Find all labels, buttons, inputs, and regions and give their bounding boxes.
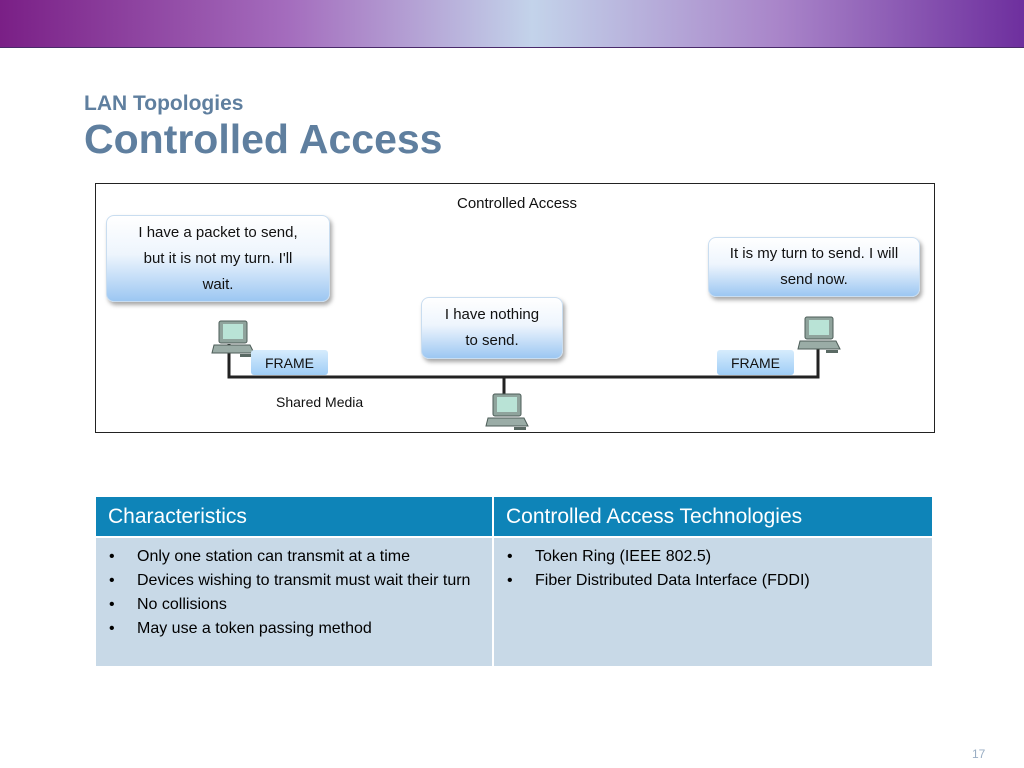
left-bubble-line: but it is not my turn. I'll	[143, 249, 293, 267]
top-banner	[0, 0, 1024, 48]
list-item: No collisions	[104, 593, 484, 617]
list-item: May use a token passing method	[104, 617, 484, 641]
right-bubble-line: It is my turn to send. I will	[729, 245, 899, 262]
left-speech-bubble: I have a packet to send, but it is not m…	[106, 215, 330, 302]
computer-icon	[485, 393, 529, 430]
slide-subtitle: LAN Topologies	[84, 92, 244, 115]
middle-speech-bubble: I have nothing to send.	[421, 297, 563, 359]
slide-title: Controlled Access	[84, 116, 443, 162]
diagram-caption: Controlled Access	[457, 195, 578, 212]
computer-icon	[797, 316, 841, 353]
characteristics-cell: Only one station can transmit at a time …	[96, 536, 494, 666]
left-bubble-line: wait.	[202, 275, 234, 293]
list-item: Fiber Distributed Data Interface (FDDI)	[502, 569, 924, 593]
right-bubble-line: send now.	[780, 271, 848, 288]
controlled-access-diagram: Controlled Access I have a packet to sen…	[95, 183, 935, 433]
middle-bubble-line: to send.	[465, 332, 519, 349]
middle-bubble-line: I have nothing	[444, 306, 540, 323]
shared-media-line	[227, 344, 820, 379]
shared-media-label: Shared Media	[276, 394, 364, 410]
list-item: Token Ring (IEEE 802.5)	[502, 545, 924, 569]
computer-icon	[211, 320, 255, 357]
network-wiring	[227, 344, 820, 396]
header-characteristics: Characteristics	[96, 497, 494, 537]
frame-tag-left: FRAME	[251, 350, 328, 375]
characteristics-table: Characteristics Controlled Access Techno…	[96, 497, 932, 666]
technologies-cell: Token Ring (IEEE 802.5) Fiber Distribute…	[493, 536, 932, 666]
header-technologies: Controlled Access Technologies	[493, 497, 932, 537]
list-item: Only one station can transmit at a time	[104, 545, 484, 569]
left-bubble-line: I have a packet to send,	[138, 223, 298, 241]
list-item: Devices wishing to transmit must wait th…	[104, 569, 484, 593]
page-number: 17	[972, 747, 986, 761]
frame-tag-right: FRAME	[717, 350, 794, 375]
right-speech-bubble: It is my turn to send. I will send now.	[708, 237, 920, 297]
